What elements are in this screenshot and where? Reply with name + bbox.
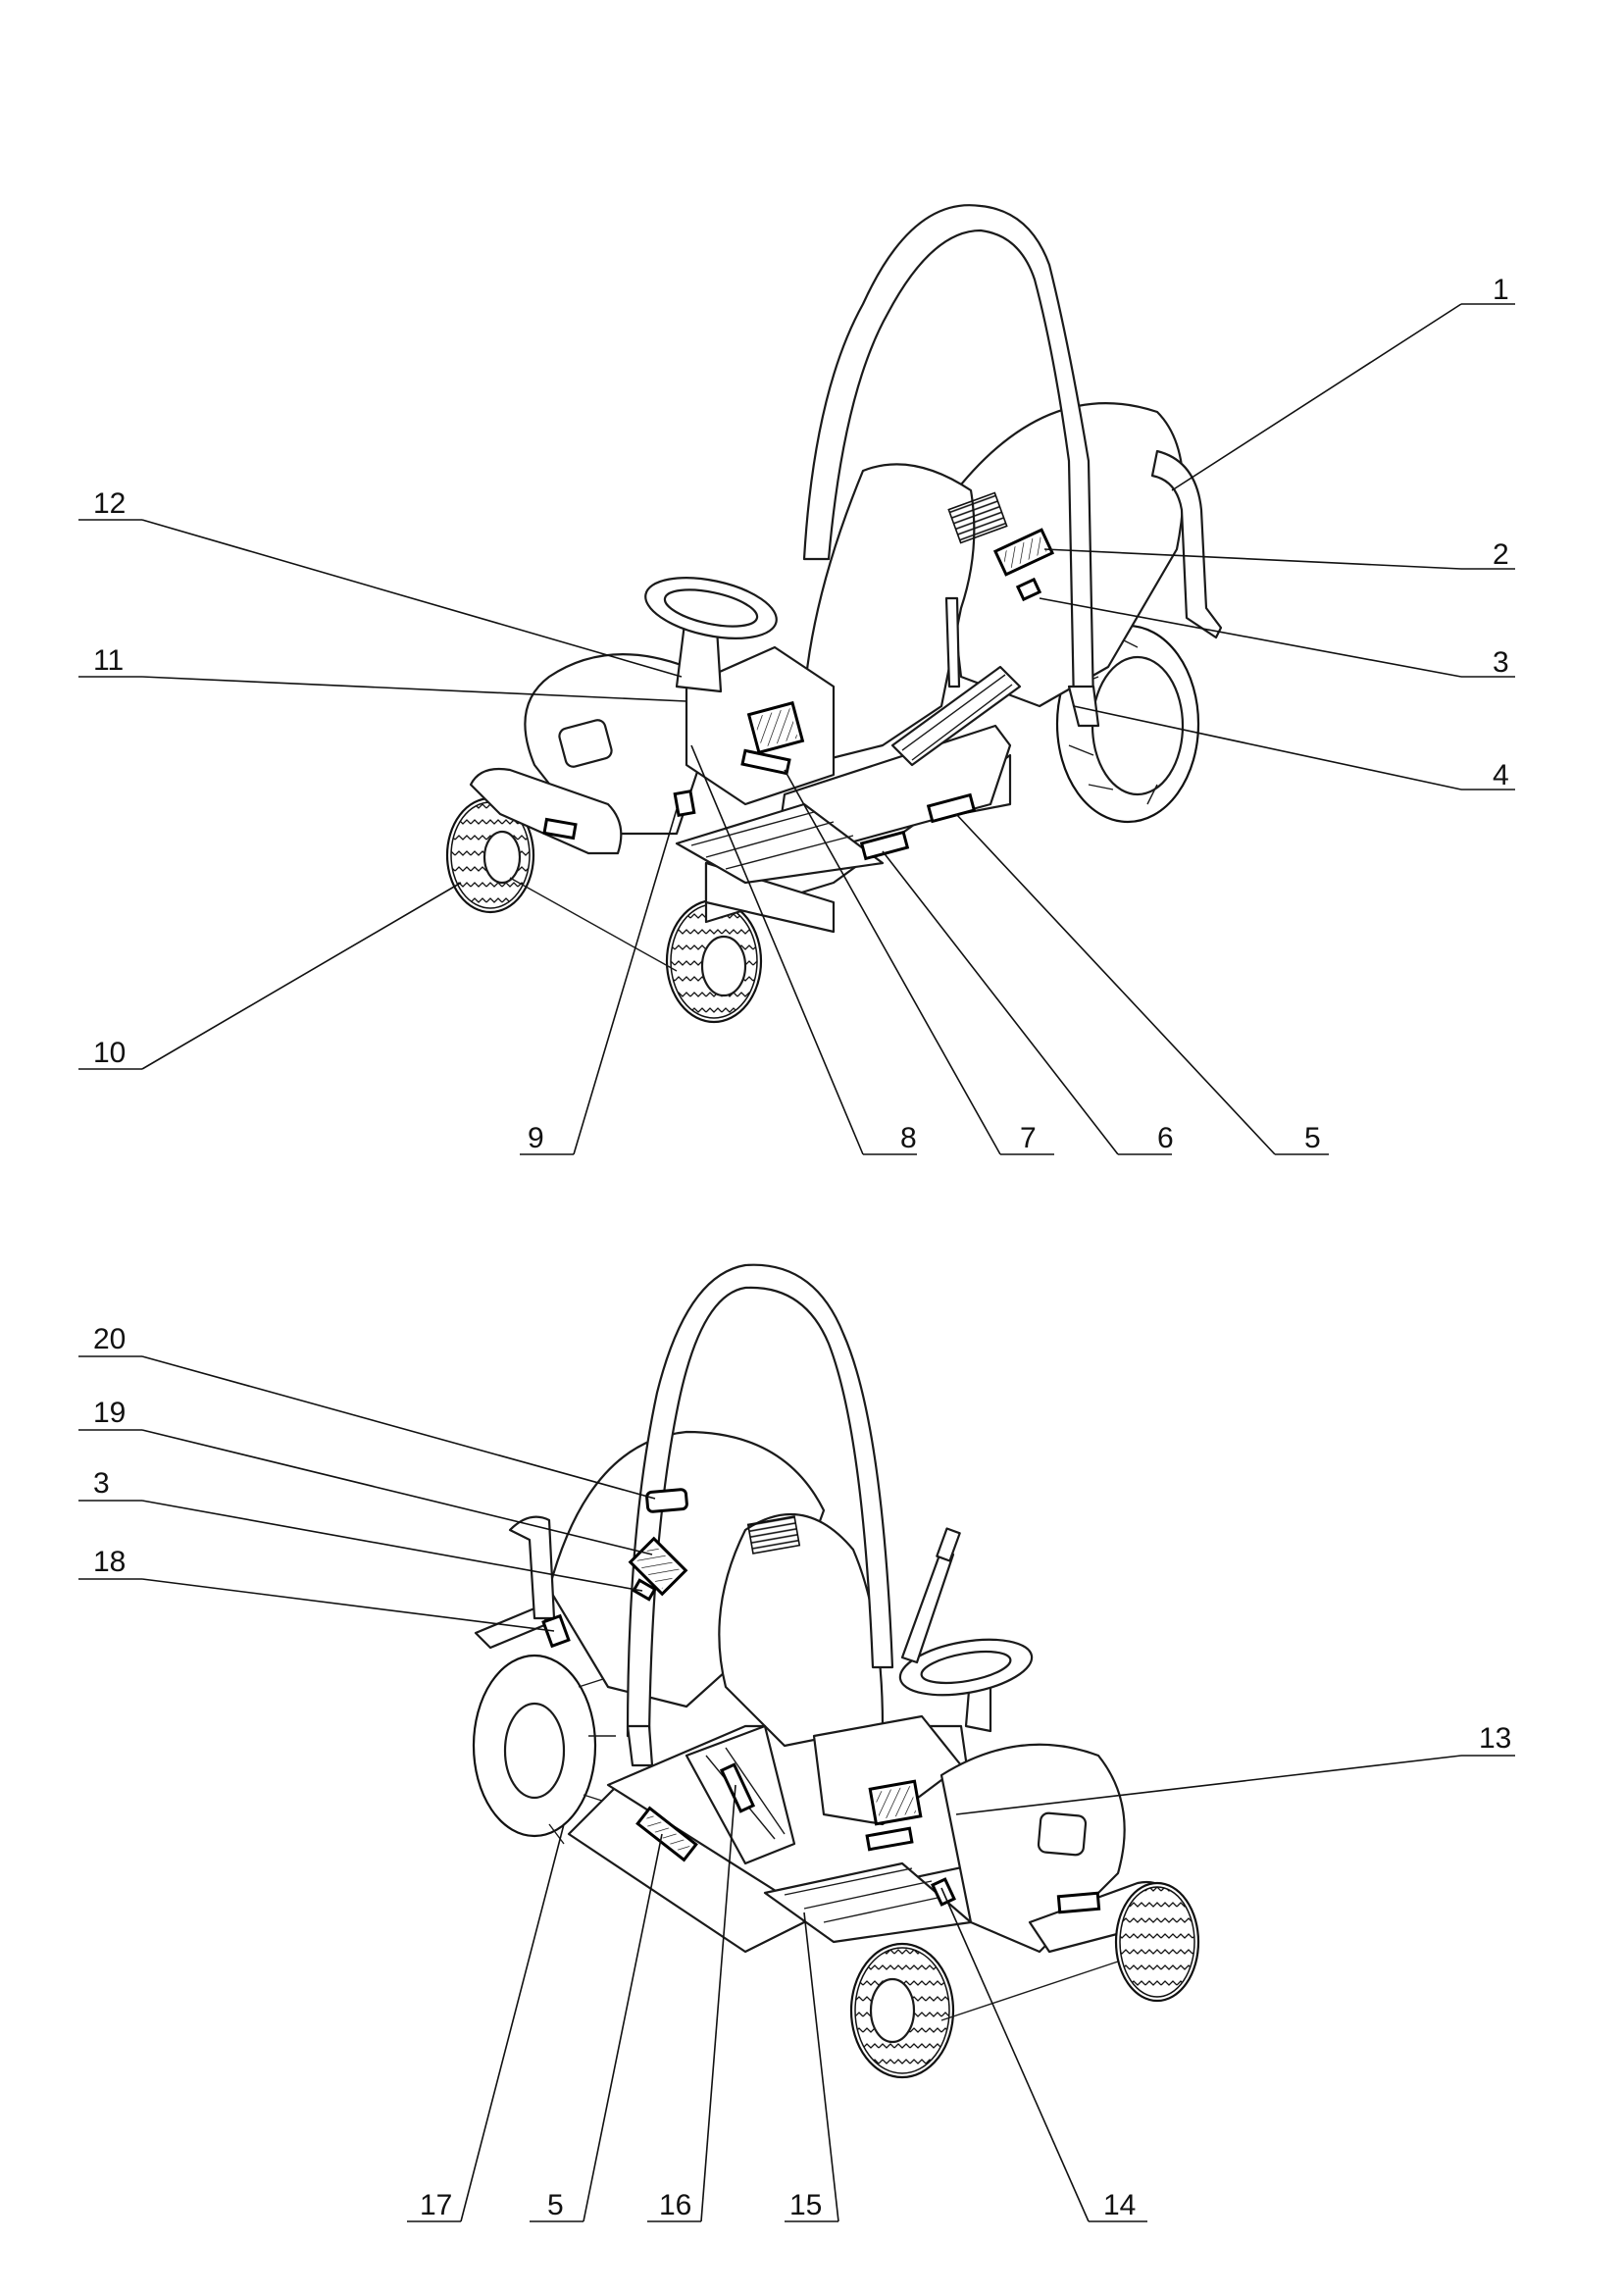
callout-6: 6 — [1157, 1122, 1174, 1154]
callout-15: 15 — [789, 2189, 822, 2221]
callout-12: 12 — [93, 487, 126, 520]
callout-8: 8 — [900, 1122, 917, 1154]
callout-5: 5 — [1304, 1122, 1321, 1154]
callout-10: 10 — [93, 1037, 126, 1069]
callout-5-bottom: 5 — [547, 2189, 564, 2221]
callout-14: 14 — [1103, 2189, 1136, 2221]
callout-9: 9 — [528, 1122, 544, 1154]
callout-17: 17 — [420, 2189, 452, 2221]
callout-2: 2 — [1493, 538, 1509, 571]
callouts-top: 1 2 3 4 5 6 7 8 9 10 11 12 — [78, 274, 1515, 1155]
callout-11: 11 — [93, 644, 124, 677]
callout-7: 7 — [1020, 1122, 1037, 1154]
callout-3: 3 — [1493, 646, 1509, 679]
mower-illustration-bottom — [472, 1263, 1200, 2079]
callout-4: 4 — [1493, 759, 1509, 791]
callout-16: 16 — [659, 2189, 691, 2221]
callout-13: 13 — [1479, 1722, 1511, 1755]
callout-1: 1 — [1493, 274, 1509, 306]
callout-20: 20 — [93, 1323, 126, 1355]
mower-illustration-top — [445, 204, 1223, 1024]
callout-3-bottom: 3 — [93, 1467, 110, 1500]
callout-19: 19 — [93, 1397, 126, 1429]
callouts-bottom: 20 19 3 18 13 17 5 16 15 14 — [78, 1323, 1515, 2222]
callout-18: 18 — [93, 1546, 126, 1578]
